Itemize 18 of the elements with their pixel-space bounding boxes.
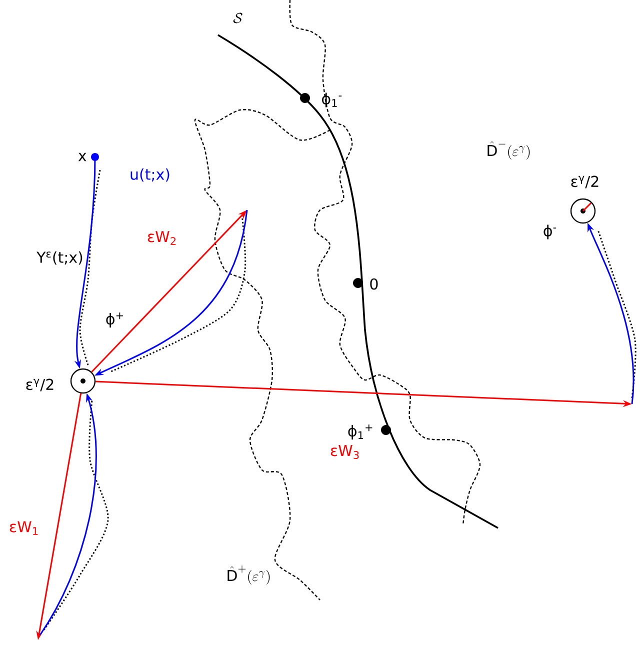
edge-label: u(t;x): [128, 167, 172, 183]
region-label: $\hat{\mathrm{D}}^{-}(\varepsilon^{\gamma})$: [488, 141, 530, 160]
region-label: $\hat{\mathrm{D}}^{+}(\varepsilon^{\gamma})$: [228, 565, 270, 585]
beside-label: ε$^{γ}$/2: [26, 378, 54, 392]
path-label: Y$^{ε}$(t;x): [36, 251, 82, 265]
point-label: 0: [370, 278, 378, 290]
point-label: ϕ$_{1}$+: [348, 424, 372, 440]
target-circle: [70, 368, 96, 394]
edge-label: εW$_{3}$: [328, 444, 362, 460]
curve-label: $\mathcal{S}$: [233, 12, 242, 24]
node-label: x: [78, 152, 86, 162]
start-point: x: [78, 152, 99, 162]
edge-label: εW$_{1}$: [8, 520, 40, 536]
edge-label: εW$_{2}$: [146, 230, 178, 246]
beside-label: ε$^{γ}$/2: [571, 176, 598, 188]
target-circle: [570, 198, 596, 224]
beside-label: ϕ$^{-}$: [544, 224, 556, 240]
beside-label: ϕ$^{+}$: [106, 312, 123, 328]
